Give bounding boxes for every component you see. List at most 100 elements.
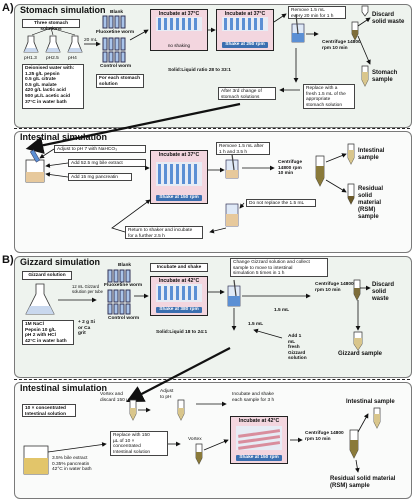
incubator-no-shake-title: Incubate at 37°C xyxy=(158,11,200,17)
bile-recipe: 3.5% bile extract 0.35% pancreatin 42°C … xyxy=(52,456,92,473)
intestinal-sample-a-line-0: Intestinal xyxy=(358,148,385,154)
panel-a-label: A) xyxy=(2,2,14,14)
add-fresh-line-2: fresh xyxy=(288,345,300,351)
change-line-2: simulation 5 times in 1 h xyxy=(233,271,285,277)
gizzard-sample-label: Gizzard sample xyxy=(338,351,383,357)
panel-b-label: B) xyxy=(2,254,14,266)
gizzard-recipe-line-3: 42°C in water bath xyxy=(25,338,67,344)
divider-a xyxy=(14,128,410,129)
incubate-each-line-1: each sample for 3 h xyxy=(232,397,275,403)
rsm-a-line-4: sample xyxy=(358,214,379,220)
grit-note: + 2 g Si or Ca grit xyxy=(78,320,95,337)
gizzard-recipe-box: 1M NaCl Pepsin 10 g/L pH 2 with HCl 42°C… xyxy=(22,320,74,345)
rsm-sample-b-label: Residual solid material (RSM) sample xyxy=(330,476,395,490)
add-bile-box: Add 52.5 mg bile extract xyxy=(68,159,146,167)
centrifuge-b2-line-0: Centrifuge 14800 xyxy=(305,431,344,436)
intestinal-sample-a-label: Intestinal sample xyxy=(358,148,384,162)
discard-b-line-0: Discard xyxy=(372,282,395,288)
discard-a-line-1: solid waste xyxy=(372,19,405,25)
stomach-simulation-title: Stomach simulation xyxy=(20,5,106,15)
discard-solid-waste-b: Discard solid waste xyxy=(372,282,394,303)
remove-box: Remove 1.5 mL every 20 min for 1 h xyxy=(288,6,346,19)
solid-liquid-ratio-a: Solid:Liquid ratio 28 to 33:1 xyxy=(168,68,231,73)
replace-150-line-3: Intestinal solution xyxy=(113,449,151,455)
shake-150-label-a: Shake at 150 rpm xyxy=(156,195,202,201)
ph-label-3: pH4 xyxy=(68,56,77,61)
gizzard-note-line-0: 12 mL Gizzard xyxy=(72,284,100,289)
return-line-0: Return to shaker and incubate xyxy=(128,228,193,233)
centrifuge-a2: Centrifuge 14800 rpm 10 min xyxy=(278,160,302,177)
incubator-no-shake: Incubate at 37°C no shaking xyxy=(150,9,208,51)
incubator-intestinal-a-title: Incubate at 37°C xyxy=(158,152,200,158)
add-pancreatin-box: Add 15 mg pancreatin xyxy=(68,173,132,181)
blank-label-a: Blank xyxy=(110,10,124,15)
incubator-gizzard: Incubate at 42°C Shake at 380 rpm xyxy=(150,276,208,316)
for-each-box: For each stomach solution xyxy=(96,74,144,88)
incubator-no-shake-sub: no shaking xyxy=(167,43,191,48)
discard-b-line-2: waste xyxy=(372,296,389,302)
after-third-line-1: stomach solutions xyxy=(221,94,260,100)
shake-250-label: Shake at 250 rpm xyxy=(222,42,268,48)
do-not-replace-box: Do not replace the 1.5 mL xyxy=(246,199,316,207)
volume-1-5-b: 1.5 mL xyxy=(274,308,290,313)
fluoxetine-label-a: Fluoxetine worm xyxy=(96,30,135,35)
intestinal-simulation-title-b: Intestinal simulation xyxy=(20,383,108,393)
after-third-line-0: After 3rd change of xyxy=(221,89,262,94)
deionised-line-6: 37°C in water bath xyxy=(25,99,67,105)
shake-150-label-b: Shake at 150 rpm xyxy=(236,455,282,461)
bile-recipe-line-2: 42°C in water bath xyxy=(52,467,92,473)
remove-int-line-0: Remove 1.5 mL after xyxy=(219,144,264,149)
vortex-label: Vortex xyxy=(188,437,202,442)
stomach-sample-line-0: Stomach xyxy=(372,70,398,76)
centrifuge-b1-line-1: rpm 10 min xyxy=(315,287,341,293)
deionised-line-2: 0.5 g/L citrate xyxy=(25,77,56,83)
for-each-line-1: solution xyxy=(99,81,118,87)
replace-line-0: Replace with a xyxy=(306,86,338,91)
intestinal-sample-b-label: Intestinal sample xyxy=(346,399,395,405)
incubator-shake-250: Incubate at 37°C Shake at 250 rpm xyxy=(216,9,274,51)
deionised-line-5: 500 µL/L acetic acid xyxy=(25,93,71,99)
shake-380-label: Shake at 380 rpm xyxy=(156,307,202,313)
vortex-discard-note: Vortex and discard 150 µL xyxy=(100,392,132,403)
replace-150-line-1: µL of 10 × xyxy=(113,438,135,444)
replace-line-2: appropriate xyxy=(306,97,331,103)
rsm-a-line-1: solid xyxy=(358,193,373,199)
remove-int-line-1: 1 h and 3.5 h xyxy=(219,149,248,155)
gizzard-recipe-line-2: pH 2 with HCl xyxy=(25,333,56,339)
deionised-water-box: Deionised water with: 1.25 g/L pepsin 0.… xyxy=(22,64,84,109)
replace-line-1: fresh 1.5 mL of the xyxy=(306,91,346,97)
ph-label-2: pH2.5 xyxy=(46,56,59,61)
grit-line-2: grit xyxy=(78,331,86,337)
rsm-b-line-1: (RSM) sample xyxy=(330,483,370,489)
adjust-ph-note: Adjust to pH xyxy=(160,389,173,400)
adjust-ph-line-1: to pH xyxy=(160,394,172,400)
return-to-shaker-box: Return to shaker and incubate for a furt… xyxy=(125,226,203,239)
twenty-ml-label: 20 mL xyxy=(84,38,98,43)
change-line-0: Change Gizzard solution and collect xyxy=(233,260,310,265)
divider-b xyxy=(14,379,410,380)
remove-line-1: every 20 min for 1 h xyxy=(291,13,334,19)
deionised-line-1: 1.25 g/L pepsin xyxy=(25,71,60,77)
change-line-1: sample to move to intestinal xyxy=(233,265,293,271)
add-fresh-line-4: solution xyxy=(288,356,307,362)
incubate-shake-title-box: Incubate and shake xyxy=(150,263,208,272)
centrifuge-a1-line-1: rpm 10 min xyxy=(322,45,348,51)
replace-line-3: stomach solution xyxy=(306,102,342,108)
after-third-change-box: After 3rd change of stomach solutions xyxy=(218,87,276,100)
remove-line-0: Remove 1.5 mL xyxy=(291,8,325,13)
centrifuge-b1: Centrifuge 14800 rpm 10 min xyxy=(315,282,354,293)
grit-line-0: + 2 g Si xyxy=(78,320,95,325)
centrifuge-a2-line-2: 10 min xyxy=(278,171,294,177)
stomach-sample-line-1: sample xyxy=(372,77,393,83)
ph-label-1: pH1.3 xyxy=(24,56,37,61)
volume-1-5-a: 1.5 mL xyxy=(248,322,264,327)
bile-recipe-line-0: 3.5% bile extract xyxy=(52,456,88,461)
gizzard-note-line-1: solution per tube xyxy=(72,289,103,294)
deionised-line-3: 0.5 g/L malate xyxy=(25,82,57,88)
gizzard-recipe-line-1: Pepsin 10 g/L xyxy=(25,327,56,333)
centrifuge-b1-line-0: Centrifuge 14800 xyxy=(315,282,354,287)
fluoxetine-label-b: Fluoxetine worm xyxy=(104,283,143,288)
centrifuge-a2-line-0: Centrifuge xyxy=(278,160,302,165)
blank-label-b: Blank xyxy=(118,263,132,268)
replace-150-box: Replace with 150 µL of 10 × concentrated… xyxy=(110,431,168,456)
